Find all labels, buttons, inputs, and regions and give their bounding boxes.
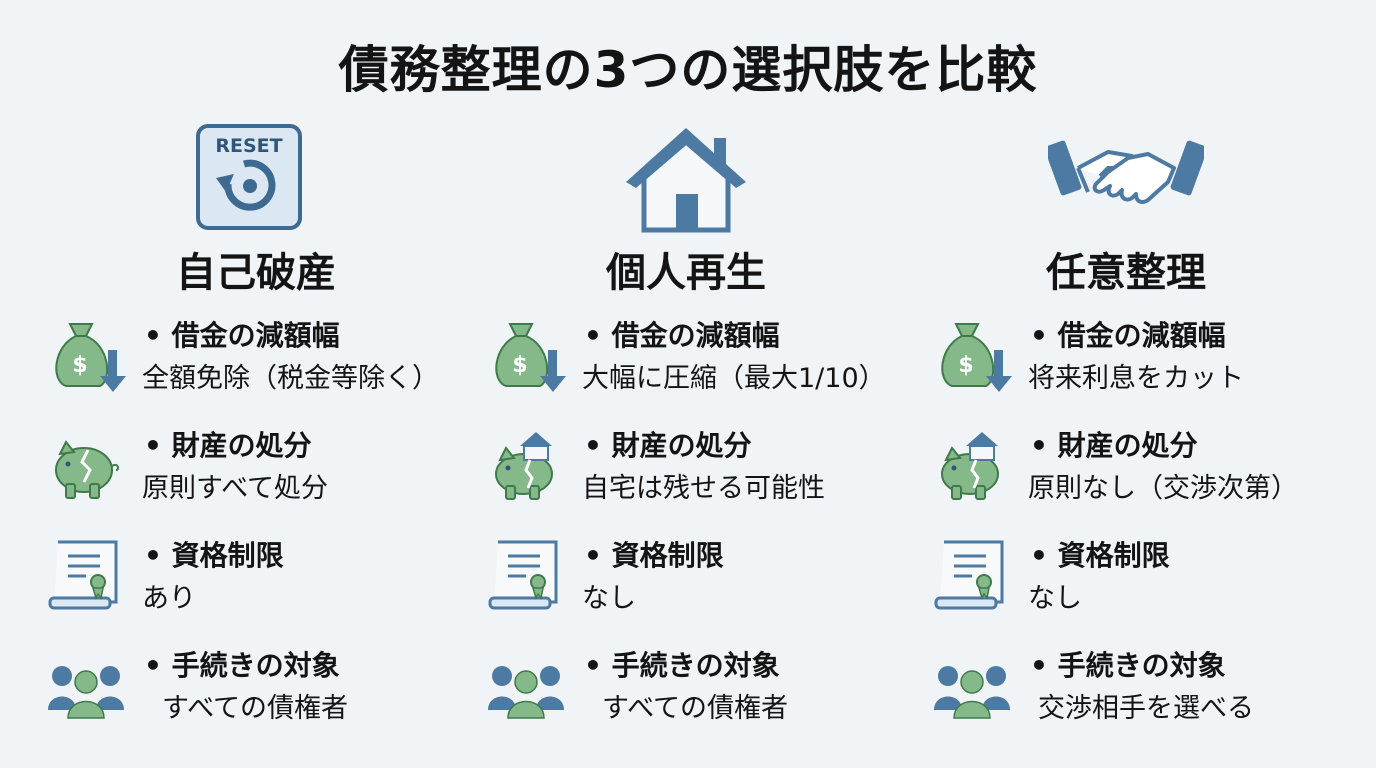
svg-text:$: $ — [72, 353, 87, 378]
item-label: 財産の処分 — [1030, 424, 1198, 464]
item-label: 財産の処分 — [144, 424, 312, 464]
item-scope: 手続きの対象 すべての債権者 — [466, 644, 906, 744]
item-value: あり — [142, 583, 196, 614]
svg-text:$: $ — [958, 353, 973, 378]
page-title: 債務整理の3つの選択肢を比較 — [338, 41, 1038, 99]
item-label: 借金の減額幅 — [144, 314, 340, 354]
item-value: なし — [582, 583, 636, 614]
item-value: 交渉相手を選べる — [1038, 693, 1254, 724]
item-value: 自宅は残せる可能性 — [582, 473, 825, 504]
money-bag-down-icon: $ — [932, 316, 1012, 396]
item-label: 財産の処分 — [584, 424, 752, 464]
option-column-bankruptcy: RESET 自己破産 $ 借金の減額幅 全額免除（税金等除く） — [26, 0, 466, 768]
item-value: なし — [1028, 583, 1082, 614]
people-group-icon — [486, 646, 566, 726]
item-scope: 手続きの対象 すべての債権者 — [26, 644, 466, 744]
item-value: 原則すべて処分 — [142, 473, 329, 504]
item-value: すべての債権者 — [162, 693, 349, 724]
item-license: 資格制限 あり — [26, 534, 466, 634]
item-label: 借金の減額幅 — [584, 314, 780, 354]
item-value: 全額免除（税金等除く） — [142, 363, 439, 394]
piggy-bank-broken-icon — [46, 426, 126, 506]
item-value: 将来利息をカット — [1028, 363, 1244, 394]
house-icon — [622, 118, 750, 236]
money-bag-down-icon: $ — [46, 316, 126, 396]
handshake-icon — [1048, 128, 1204, 232]
item-label: 資格制限 — [1030, 534, 1170, 574]
certificate-scroll-icon — [46, 536, 126, 616]
item-label: 手続きの対象 — [1030, 644, 1226, 684]
item-label: 手続きの対象 — [144, 644, 340, 684]
reset-icon: RESET — [194, 122, 304, 232]
option-title: 個人再生 — [606, 250, 766, 296]
people-group-icon — [932, 646, 1012, 726]
svg-text:$: $ — [512, 353, 527, 378]
item-reduction: $ 借金の減額幅 大幅に圧縮（最大1/10） — [466, 314, 906, 414]
piggy-bank-house-icon — [932, 426, 1012, 506]
item-license: 資格制限 なし — [912, 534, 1352, 634]
item-assets: 財産の処分 原則なし（交渉次第） — [912, 424, 1352, 524]
people-group-icon — [46, 646, 126, 726]
item-reduction: $ 借金の減額幅 将来利息をカット — [912, 314, 1352, 414]
certificate-scroll-icon — [486, 536, 566, 616]
option-column-rehabilitation: 個人再生 $ 借金の減額幅 大幅に圧縮（最大1/10） — [466, 0, 906, 768]
item-label: 資格制限 — [144, 534, 284, 574]
money-bag-down-icon: $ — [486, 316, 566, 396]
certificate-scroll-icon — [932, 536, 1012, 616]
item-value: 原則なし（交渉次第） — [1028, 473, 1298, 504]
item-assets: 財産の処分 自宅は残せる可能性 — [466, 424, 906, 524]
item-label: 手続きの対象 — [584, 644, 780, 684]
option-column-voluntary: 任意整理 $ 借金の減額幅 将来利息をカット — [912, 0, 1352, 768]
item-value: 大幅に圧縮（最大1/10） — [582, 363, 886, 394]
reset-icon-text: RESET — [215, 135, 282, 157]
item-label: 資格制限 — [584, 534, 724, 574]
item-assets: 財産の処分 原則すべて処分 — [26, 424, 466, 524]
item-label: 借金の減額幅 — [1030, 314, 1226, 354]
option-title: 任意整理 — [1046, 250, 1206, 296]
item-reduction: $ 借金の減額幅 全額免除（税金等除く） — [26, 314, 466, 414]
option-title: 自己破産 — [176, 250, 336, 296]
piggy-bank-house-icon — [486, 426, 566, 506]
item-value: すべての債権者 — [602, 693, 789, 724]
item-license: 資格制限 なし — [466, 534, 906, 634]
item-scope: 手続きの対象 交渉相手を選べる — [912, 644, 1352, 744]
